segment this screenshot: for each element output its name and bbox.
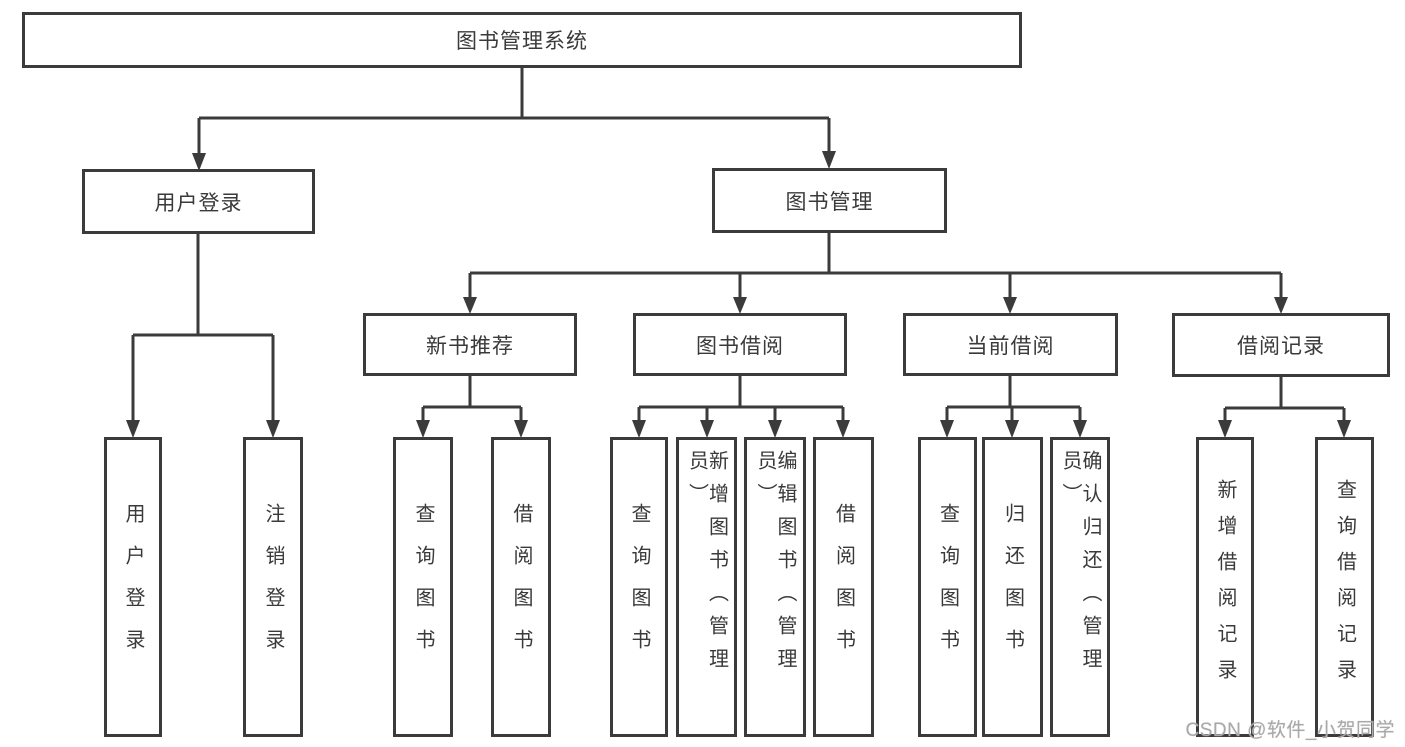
leaf-borrow-book-1: 借阅图书 [491,437,551,737]
leaf-return-book: 归还图书 [982,437,1043,737]
leaf-user-login: 用户登录 [104,437,162,737]
leaf-logout-login: 注销登录 [243,437,303,737]
node-new-book-recommend: 新书推荐 [363,313,577,376]
csdn-watermark: CSDN @软件_小贺同学 [1185,720,1395,741]
leaf-query-book-3: 查询图书 [918,437,977,737]
leaf-add-borrow-record: 新增借阅记录 [1196,437,1254,737]
leaf-add-book-admin: 新增图书（管理员） [676,437,737,737]
leaf-query-book-2: 查询图书 [610,437,668,737]
leaf-edit-book-admin: 编辑图书（管理员） [744,437,806,737]
node-user-login: 用户登录 [82,169,315,234]
leaf-confirm-return-admin: 确认归还（管理员） [1050,437,1110,737]
node-current-borrow: 当前借阅 [903,313,1118,376]
leaf-query-book-1: 查询图书 [393,437,453,737]
node-root: 图书管理系统 [22,12,1022,68]
node-book-management: 图书管理 [712,168,947,233]
leaf-borrow-book-2: 借阅图书 [813,437,874,737]
node-borrow-record: 借阅记录 [1172,313,1390,377]
node-book-borrow: 图书借阅 [633,313,847,376]
leaf-query-borrow-record: 查询借阅记录 [1315,437,1374,737]
